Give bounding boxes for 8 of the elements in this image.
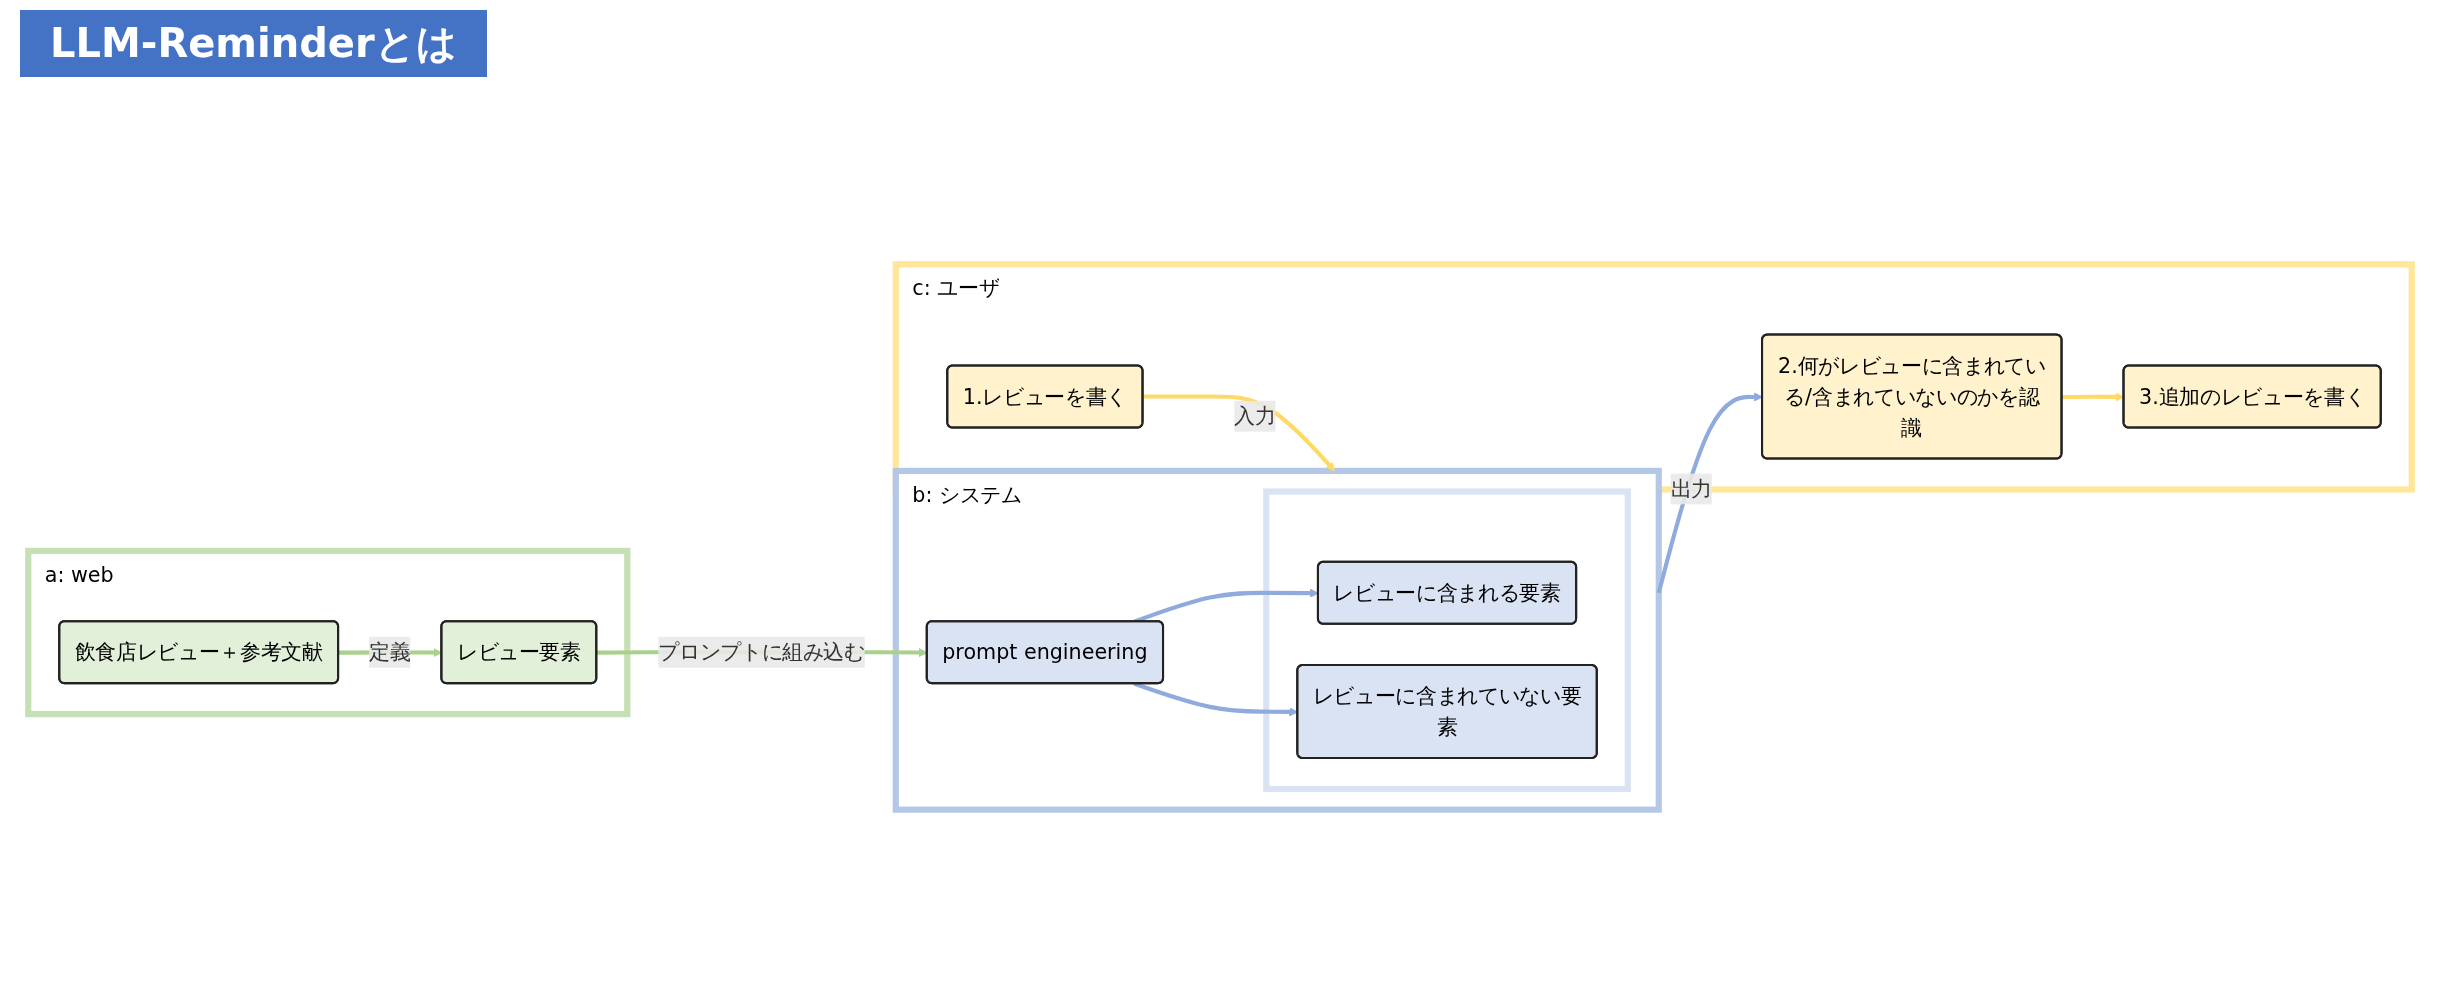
edge-label: 入力 <box>1234 403 1276 429</box>
edge-label: 定義 <box>369 639 411 665</box>
arrow <box>1656 392 1763 594</box>
edge-label: 出力 <box>1670 476 1712 502</box>
arrow <box>1142 394 1336 472</box>
edge-label: プロンプトに組み込む <box>658 639 865 665</box>
cluster <box>1263 488 1631 793</box>
title-banner: LLM-Reminderとは <box>20 10 487 77</box>
